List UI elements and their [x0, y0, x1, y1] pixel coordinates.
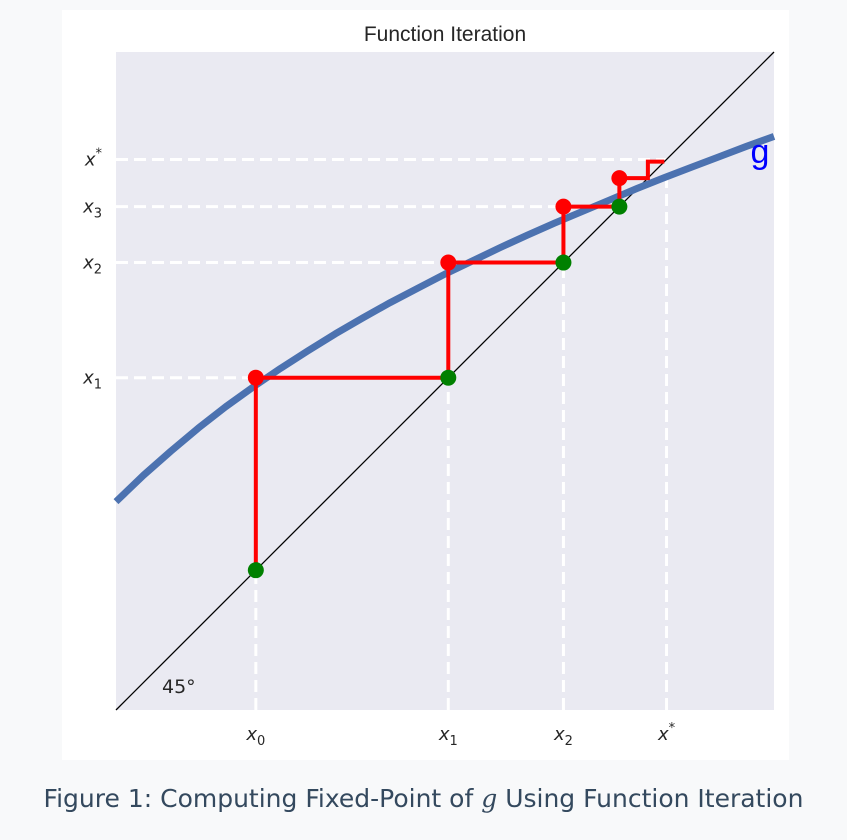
guide-lines: [116, 157, 669, 710]
x-tick-label-0: x0: [245, 724, 265, 749]
diagonal-point-0: [247, 562, 264, 579]
diagonal-point-1: [440, 369, 457, 386]
x-tick-label-3: x*: [657, 721, 676, 745]
g-curve-group: [113, 133, 776, 505]
caption-prefix: Figure 1:: [43, 784, 153, 813]
curve-point-0: [247, 369, 264, 386]
g-curve-line: [113, 133, 776, 505]
figure-panel: x0 x1 x2 x* x* x3 x2 x1 Function Iteration g 45…: [62, 10, 789, 760]
y-tick-label-1: x3: [82, 197, 102, 222]
y-tick-label-0: x*: [84, 146, 103, 170]
curve-point-2: [555, 198, 572, 215]
diagonal-point-2: [555, 254, 572, 271]
curve-point-3: [611, 170, 628, 187]
tick-labels: x0 x1 x2 x* x* x3 x2 x1: [82, 146, 676, 749]
series-label-g: g: [751, 133, 770, 171]
diagonal-point-3: [611, 198, 628, 215]
caption-text-before: Computing Fixed-Point of: [160, 784, 474, 813]
y-tick-label-3: x1: [82, 368, 102, 393]
curve-point-1: [440, 254, 457, 271]
x-tick-label-1: x1: [438, 724, 458, 749]
caption-text-after: Using Function Iteration: [505, 784, 804, 813]
diagonal-angle-label: 45°: [162, 676, 196, 698]
y-tick-label-2: x2: [82, 253, 102, 278]
function-iteration-chart: x0 x1 x2 x* x* x3 x2 x1 Function Iteration g 45…: [82, 23, 776, 749]
chart-title: Function Iteration: [364, 23, 526, 46]
x-tick-label-2: x2: [553, 724, 573, 749]
figure-caption: Figure 1: Computing Fixed-Point of g Usi…: [0, 784, 847, 813]
caption-symbol: g: [481, 784, 498, 813]
iteration-points: [247, 170, 628, 579]
